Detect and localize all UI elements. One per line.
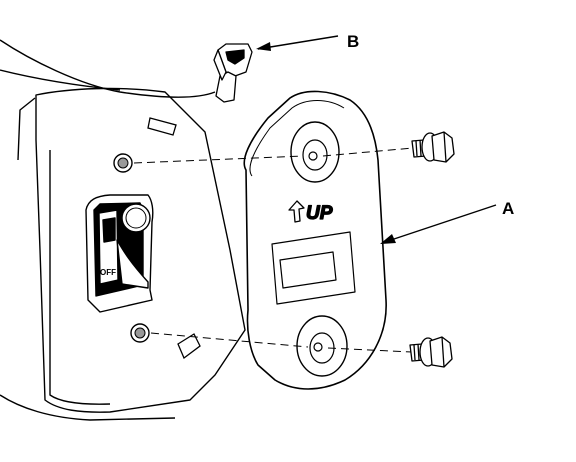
cover-a: UP [243, 90, 387, 390]
door-frame-outline [0, 39, 246, 421]
alignment-lines [133, 147, 414, 353]
upper-mounting-hole [113, 153, 133, 173]
lock-switch-assembly: OFF [85, 194, 154, 313]
upper-bolt [411, 131, 455, 163]
callout-b: B [347, 32, 359, 51]
leader-b [256, 35, 339, 51]
callout-a: A [502, 199, 514, 218]
switch-off-label: OFF [100, 268, 116, 277]
clip-b [213, 43, 253, 103]
lower-slot [177, 333, 201, 360]
cover-up-marking: UP [306, 203, 333, 224]
up-arrow-icon [288, 200, 305, 223]
leader-a [380, 204, 497, 244]
lower-mounting-hole [130, 323, 150, 343]
lower-bolt [409, 336, 453, 368]
upper-slot [147, 117, 177, 136]
